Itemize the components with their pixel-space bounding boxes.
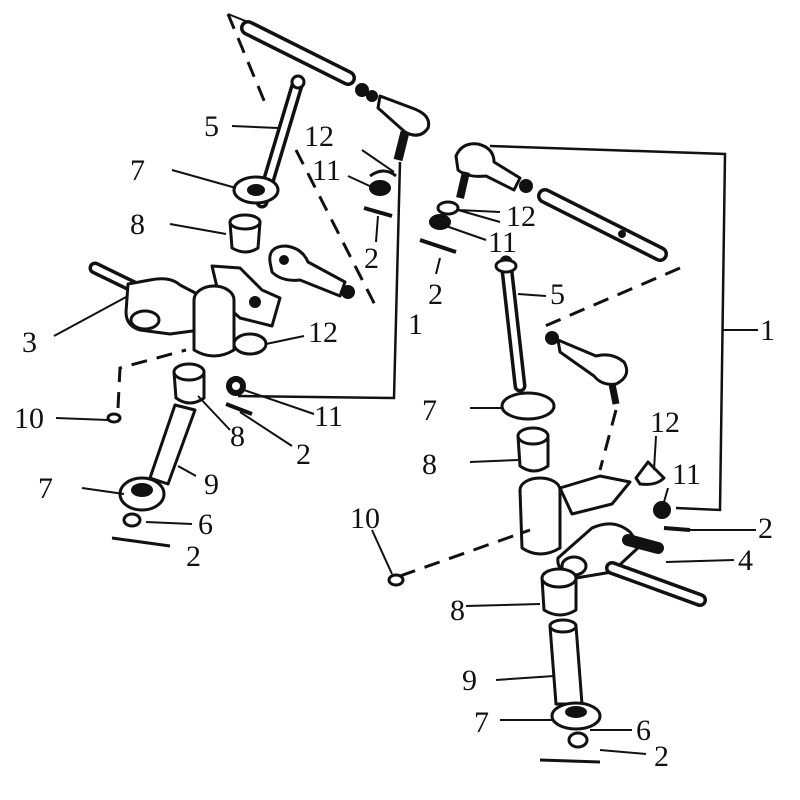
right-upper-tie-rod-end: [454, 142, 533, 199]
callout-right-11a: 11: [488, 226, 517, 259]
right-top-dash: [544, 266, 681, 328]
right-callouts: 12 11 2 5 7 8 10 8 9 7 6 2 12 11 2 4 1: [350, 200, 775, 773]
callout-right-12b: 12: [650, 406, 680, 439]
callout-left-11b: 11: [314, 400, 343, 433]
right-leaders: [371, 209, 758, 755]
callout-left-7a: 7: [130, 154, 145, 187]
right-upper-washer: [500, 391, 556, 421]
left-bracket-1: [237, 161, 402, 400]
right-upper-bushing: [516, 426, 550, 473]
right-bracket-1: [489, 144, 727, 512]
right-grease-dash: [399, 528, 531, 578]
left-cotter-pin-mid: [225, 402, 253, 416]
callout-right-7a: 7: [422, 394, 437, 427]
callout-right-2a: 2: [428, 278, 443, 311]
callout-left-9: 9: [204, 468, 219, 501]
left-leaders: [53, 125, 395, 525]
left-grease-fitting: [106, 412, 122, 424]
callout-right-10: 10: [350, 502, 380, 535]
left-lower-cotter-pin: [111, 536, 171, 548]
left-assembly: 5 7 8 3 10 7 6 2 9 8 2 12 11 1 12 11 2: [14, 13, 431, 573]
callout-left-12b: 12: [308, 316, 338, 349]
right-upper-nut-11: [429, 214, 451, 230]
callout-left-3: 3: [22, 326, 37, 359]
right-lower-tie-rod-end: [545, 331, 629, 405]
callout-right-2b: 2: [758, 512, 773, 545]
callout-left-12a: 12: [304, 120, 334, 153]
left-lower-washer: [118, 476, 166, 512]
right-washer-12: [634, 460, 666, 486]
left-upper-nut-11: [369, 180, 391, 196]
left-grease-dash: [116, 348, 187, 409]
left-lower-nut: [122, 512, 142, 528]
callout-left-8b: 8: [230, 420, 245, 453]
left-lower-king-pin: [148, 403, 197, 486]
right-lower-nut: [567, 731, 589, 749]
right-mid-dash: [598, 409, 618, 471]
callout-right-9: 9: [462, 664, 477, 697]
callout-left-6: 6: [198, 508, 213, 541]
right-cotter-pin-mid: [663, 526, 691, 532]
right-upper-washer-12: [436, 200, 460, 216]
callout-left-7b: 7: [38, 472, 53, 505]
callout-left-11a: 11: [312, 154, 341, 187]
callout-left-2a: 2: [364, 242, 379, 275]
left-upper-bushing: [228, 213, 262, 254]
callout-right-11b: 11: [672, 458, 701, 491]
right-lower-cotter-pin: [539, 758, 601, 764]
left-upper-washer-12: [369, 169, 397, 178]
callout-right-1: 1: [760, 314, 775, 347]
callout-right-2c: 2: [654, 740, 669, 773]
callout-right-5: 5: [550, 278, 565, 311]
left-upper-tie-rod: [240, 20, 431, 162]
callout-right-12a: 12: [506, 200, 536, 233]
right-upper-cotter-pin: [419, 238, 457, 254]
right-upper-tie-rod: [537, 188, 668, 262]
right-nut-11: [653, 501, 671, 519]
right-assembly: 12 11 2 5 7 8 10 8 9 7 6 2 12 11 2 4 1: [350, 142, 775, 773]
callout-right-7b: 7: [474, 706, 489, 739]
left-steering-knuckle: [88, 261, 282, 358]
callout-left-8a: 8: [130, 208, 145, 241]
right-lower-king-pin: [548, 624, 584, 706]
callout-right-4: 4: [738, 544, 753, 577]
right-grease-fitting: [387, 573, 405, 587]
left-lower-bushing: [172, 362, 206, 405]
right-lower-washer: [550, 701, 602, 731]
callout-right-8a: 8: [422, 448, 437, 481]
left-tie-rod-end-middle: [268, 244, 355, 299]
callout-left-2c: 2: [186, 540, 201, 573]
right-steering-knuckle: [518, 474, 707, 607]
callout-left-10: 10: [14, 402, 44, 435]
left-top-dash-lines: [226, 13, 377, 306]
callout-right-6: 6: [636, 714, 651, 747]
left-washer-12: [232, 332, 268, 356]
left-callouts: 5 7 8 3 10 7 6 2 9 8 2 12 11 1 12 11 2: [14, 110, 423, 573]
callout-left-5: 5: [204, 110, 219, 143]
left-upper-cotter-pin: [363, 206, 393, 218]
right-king-pin: [494, 255, 527, 393]
callout-left-1: 1: [408, 308, 423, 341]
callout-left-2b: 2: [296, 438, 311, 471]
right-lower-bushing: [540, 567, 578, 617]
callout-right-8b: 8: [450, 594, 465, 627]
